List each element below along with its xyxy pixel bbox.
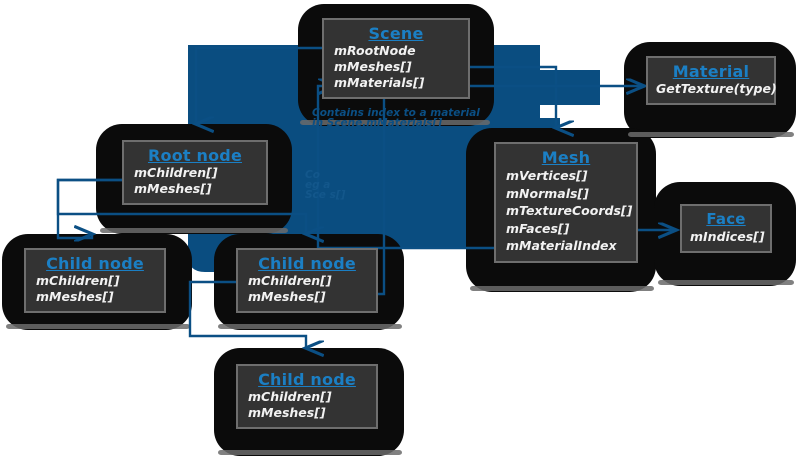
node-mesh-field-2: mTextureCoords[]: [506, 203, 633, 218]
node-mesh-field-0: mVertices[]: [506, 168, 588, 183]
node-face-field-0: mIndices[]: [690, 229, 765, 244]
node-mesh[interactable]: Mesh mVertices[] mNormals[] mTextureCoor…: [494, 142, 638, 263]
node-face-title: Face: [706, 210, 746, 228]
link-child-to-child-bottom: [188, 280, 306, 348]
node-child-node-middle-field-1: mMeshes[]: [248, 289, 326, 304]
blue-blob-cap-left: [330, 110, 470, 240]
node-child-node-middle-field-0: mChildren[]: [248, 273, 332, 288]
node-mesh-field-1: mNormals[]: [506, 185, 589, 201]
node-material[interactable]: Material GetTexture(type): [646, 56, 777, 105]
annotation-ghost-line3: Sce s[]: [305, 189, 346, 201]
annotation-ghost-line1: Co: [305, 169, 320, 181]
node-child-node-middle-title: Child node: [258, 254, 356, 273]
annotation-material-index-line2: in Scene.mMaterials[]: [312, 117, 443, 129]
node-face[interactable]: Face mIndices[]: [680, 204, 772, 253]
node-material-title: Material: [672, 62, 750, 81]
node-scene-field-0: mRootNode: [334, 43, 416, 58]
node-root-node-title: Root node: [147, 146, 242, 165]
node-scene-title: Scene: [368, 24, 424, 43]
node-child-node-left-field-1: mMeshes[]: [36, 289, 114, 304]
node-scene-field-2: mMaterials[]: [334, 75, 425, 90]
node-child-node-bottom[interactable]: Child node mChildren[] mMeshes[]: [236, 364, 378, 429]
node-root-node[interactable]: Root node mChildren[] mMeshes[]: [122, 140, 268, 205]
node-mesh-field-3: mFaces[]: [506, 220, 570, 236]
node-root-node-field-1: mMeshes[]: [134, 181, 212, 196]
link-root-to-child-middle: [56, 178, 306, 234]
node-material-field-0: GetTexture(type): [656, 81, 777, 96]
node-child-node-left-title: Child node: [46, 254, 144, 273]
node-child-node-middle[interactable]: Child node mChildren[] mMeshes[]: [236, 248, 378, 313]
card-shadows: [6, 120, 794, 455]
node-child-node-bottom-title: Child node: [258, 370, 356, 389]
node-root-node-field-0: mChildren[]: [134, 165, 218, 180]
node-child-node-bottom-field-0: mChildren[]: [248, 389, 332, 404]
node-mesh-title: Mesh: [541, 148, 591, 167]
node-mesh-field-4: mMaterialIndex: [506, 238, 617, 253]
annotation-ghost-line2: eg a: [305, 179, 331, 191]
node-scene[interactable]: Scene mRootNode mMeshes[] mMaterials[]: [322, 18, 470, 99]
link-scene-meshes: [432, 65, 556, 128]
annotation-material-index-line1: Contains index to a material: [312, 107, 480, 119]
node-child-node-left-field-0: mChildren[]: [36, 273, 120, 288]
node-child-node-left[interactable]: Child node mChildren[] mMeshes[]: [24, 248, 166, 313]
node-child-node-bottom-field-1: mMeshes[]: [248, 405, 326, 420]
link-scene-rootnode: [196, 46, 336, 124]
